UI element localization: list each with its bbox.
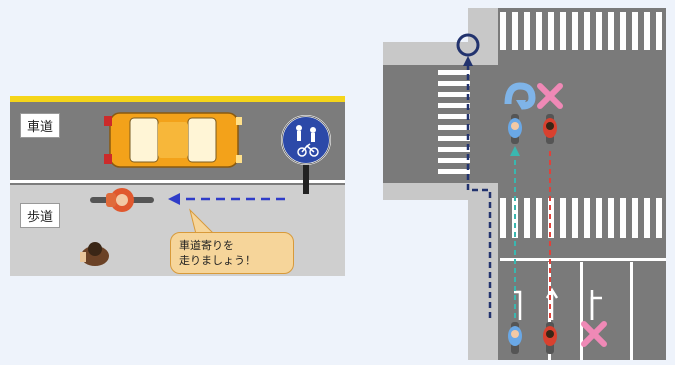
correct-path-line	[466, 60, 492, 318]
cyclist-blue-top-icon	[508, 114, 522, 144]
intersection-diagram	[380, 0, 675, 365]
lane-arrows	[514, 287, 602, 320]
advice-bubble: 車道寄りを 走りましょう！	[170, 232, 294, 274]
prohibited-mark-bottom-icon	[581, 321, 607, 347]
uturn-marker-icon	[504, 82, 536, 110]
sidewalk-label: 歩道	[20, 203, 61, 228]
direction-arrow-icon	[168, 193, 285, 205]
left-crosswalk	[438, 70, 470, 174]
cyclist-red-bottom-icon	[543, 322, 557, 354]
roadway-label: 車道	[20, 113, 61, 138]
cyclist-red-top-icon	[543, 114, 557, 144]
prohibited-mark-icon	[537, 83, 563, 109]
bicycle-pedestrian-sign-icon	[281, 115, 331, 194]
pedestrian-icon	[80, 242, 109, 266]
ok-marker-icon	[456, 33, 480, 57]
cyclist-icon	[90, 188, 154, 212]
car-icon	[104, 112, 242, 168]
cyclist-blue-bottom-icon	[508, 322, 522, 354]
advice-line-1: 車道寄りを	[179, 239, 234, 252]
top-crosswalk	[500, 12, 662, 50]
center-line	[10, 96, 345, 102]
advice-line-2: 走りましょう！	[179, 254, 256, 267]
